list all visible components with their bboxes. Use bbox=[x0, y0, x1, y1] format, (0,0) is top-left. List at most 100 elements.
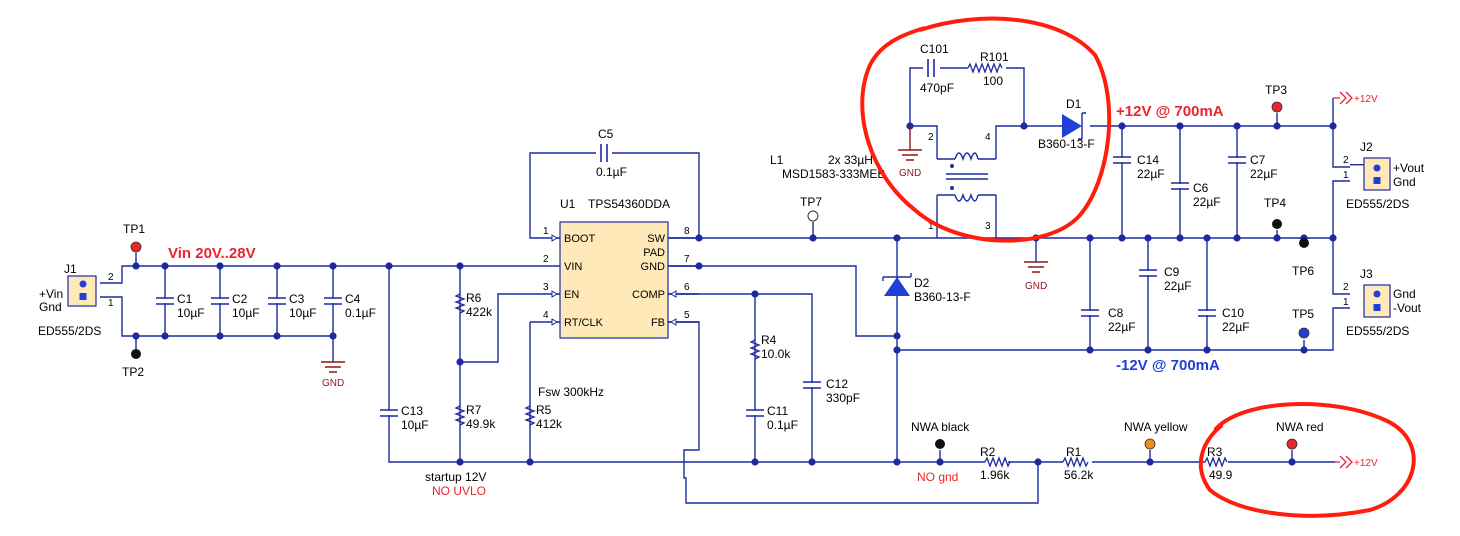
svg-text:C11: C11 bbox=[767, 404, 788, 418]
tp7: TP7 bbox=[800, 195, 822, 222]
svg-text:10.0k: 10.0k bbox=[761, 347, 791, 361]
flag-plus12-nwa: +12V bbox=[1335, 455, 1378, 469]
svg-text:GND: GND bbox=[1025, 281, 1047, 292]
svg-text:R6: R6 bbox=[466, 291, 482, 305]
svg-text:2: 2 bbox=[928, 132, 934, 143]
svg-text:10µF: 10µF bbox=[232, 306, 260, 320]
svg-text:C3: C3 bbox=[289, 292, 305, 306]
j2-pin-gnd-label: Gnd bbox=[1393, 175, 1416, 189]
u1-pin4-num: 4 bbox=[543, 310, 549, 321]
u1-pin3-num: 3 bbox=[543, 282, 549, 293]
annotation-circles bbox=[860, 16, 1416, 518]
svg-text:C101: C101 bbox=[920, 42, 949, 56]
u1-pin-gnd: GND bbox=[641, 261, 666, 273]
svg-text:C13: C13 bbox=[401, 404, 423, 418]
no-uvlo-label: NO UVLO bbox=[432, 484, 486, 498]
inductor-l1: L1 2x 33µH MSD1583-333MEB 4 3 2 1 bbox=[770, 132, 996, 232]
svg-text:C2: C2 bbox=[232, 292, 248, 306]
svg-text:10µF: 10µF bbox=[289, 306, 317, 320]
j3-pin-gnd-label: -Vout bbox=[1393, 301, 1422, 315]
svg-text:0.1µF: 0.1µF bbox=[767, 418, 798, 432]
u1-pin-boot: BOOT bbox=[564, 233, 595, 245]
svg-text:22µF: 22µF bbox=[1193, 195, 1221, 209]
svg-text:NWA red: NWA red bbox=[1276, 420, 1324, 434]
connector-j1: J1 +Vin Gnd 2 1 ED555/2DS bbox=[38, 262, 114, 338]
diode-d2: D2 B360-13-F bbox=[882, 273, 971, 304]
svg-text:C4: C4 bbox=[345, 292, 361, 306]
pos12-label: +12V @ 700mA bbox=[1116, 103, 1224, 120]
j3-pin1-num: 1 bbox=[1343, 297, 1349, 308]
gnd-symbol-input: GND bbox=[321, 361, 345, 389]
svg-text:0.1µF: 0.1µF bbox=[596, 165, 627, 179]
svg-text:422k: 422k bbox=[466, 305, 493, 319]
svg-text:10µF: 10µF bbox=[177, 306, 205, 320]
svg-text:R101: R101 bbox=[980, 50, 1009, 64]
u1-pin6-num: 6 bbox=[684, 282, 690, 293]
connector-j3: J3 Gnd -Vout 2 1 ED555/2DS bbox=[1343, 267, 1422, 338]
svg-text:NWA yellow: NWA yellow bbox=[1124, 420, 1188, 434]
svg-text:+12V: +12V bbox=[1354, 94, 1378, 105]
u1-part: TPS54360DDA bbox=[588, 197, 670, 211]
svg-text:+12V: +12V bbox=[1354, 458, 1378, 469]
resistor-r2: R21.96k bbox=[980, 445, 1011, 482]
svg-text:49.9: 49.9 bbox=[1209, 468, 1233, 482]
svg-text:B360-13-F: B360-13-F bbox=[914, 290, 971, 304]
svg-text:R1: R1 bbox=[1066, 445, 1082, 459]
tp4: TP4 bbox=[1264, 196, 1286, 229]
svg-text:TP1: TP1 bbox=[123, 222, 145, 236]
svg-text:TP7: TP7 bbox=[800, 195, 822, 209]
svg-text:2x 33µH: 2x 33µH bbox=[828, 153, 873, 167]
svg-text:4: 4 bbox=[985, 132, 991, 143]
svg-text:22µF: 22µF bbox=[1222, 320, 1250, 334]
svg-text:L1: L1 bbox=[770, 153, 784, 167]
no-gnd-label: NO gnd bbox=[917, 470, 958, 484]
svg-text:0.1µF: 0.1µF bbox=[345, 306, 376, 320]
j1-pin2-num: 2 bbox=[108, 272, 114, 283]
svg-text:NWA black: NWA black bbox=[911, 420, 970, 434]
svg-text:GND: GND bbox=[322, 378, 344, 389]
u1-pin-comp: COMP bbox=[632, 289, 665, 301]
j3-pin-plus-label: Gnd bbox=[1393, 287, 1416, 301]
j2-pin2-num: 2 bbox=[1343, 155, 1349, 166]
tp2: TP2 bbox=[122, 349, 144, 379]
test-points: TP1 TP2 TP7 TP3 TP4 TP6 TP5 NWA black NW… bbox=[122, 83, 1324, 450]
j2-part: ED555/2DS bbox=[1346, 197, 1409, 211]
startup-label: startup 12V bbox=[425, 470, 486, 484]
svg-text:100: 100 bbox=[983, 74, 1003, 88]
tp3: TP3 bbox=[1265, 83, 1287, 113]
svg-text:C12: C12 bbox=[826, 377, 848, 391]
tp6: TP6 bbox=[1292, 238, 1314, 278]
gnd-symbol-output: GND bbox=[1024, 261, 1048, 292]
u1-pin-pad: PAD bbox=[643, 247, 665, 259]
j2-pin1-num: 1 bbox=[1343, 170, 1349, 181]
capacitor-c5: C50.1µF bbox=[596, 127, 627, 179]
tp-nwa-black: NWA black bbox=[911, 420, 970, 449]
j1-ref: J1 bbox=[64, 262, 77, 276]
capacitor-c4: C40.1µF bbox=[324, 292, 376, 320]
tp-nwa-yellow: NWA yellow bbox=[1124, 420, 1188, 450]
u1-pin7-num: 7 bbox=[684, 254, 690, 265]
svg-text:R7: R7 bbox=[466, 403, 482, 417]
svg-text:10µF: 10µF bbox=[401, 418, 429, 432]
svg-text:22µF: 22µF bbox=[1164, 279, 1192, 293]
j3-part: ED555/2DS bbox=[1346, 324, 1409, 338]
tp5: TP5 bbox=[1292, 307, 1314, 339]
svg-text:B360-13-F: B360-13-F bbox=[1038, 137, 1095, 151]
diode-d1: D1 B360-13-F bbox=[1038, 97, 1095, 151]
j1-part: ED555/2DS bbox=[38, 324, 101, 338]
svg-text:C14: C14 bbox=[1137, 153, 1159, 167]
svg-text:MSD1583-333MEB: MSD1583-333MEB bbox=[782, 167, 885, 181]
u1-pin8-num: 8 bbox=[684, 226, 690, 237]
vin-label: Vin 20V..28V bbox=[168, 245, 256, 262]
svg-text:D1: D1 bbox=[1066, 97, 1082, 111]
